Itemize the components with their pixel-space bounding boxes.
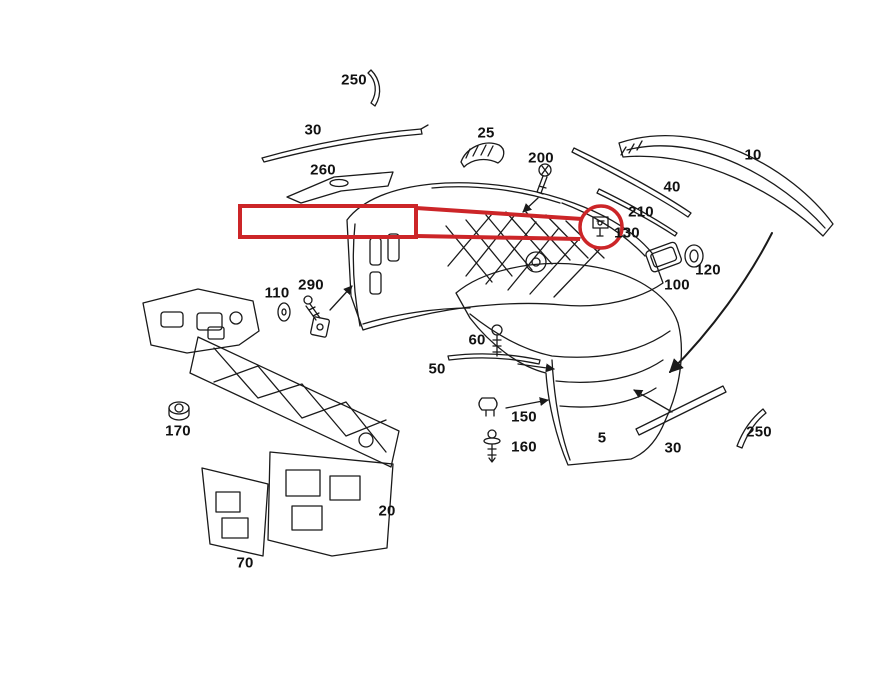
part-label-5: 5 (597, 429, 607, 447)
part-label-30-top: 30 (304, 121, 322, 139)
part-label-210: 210 (628, 203, 654, 221)
part-label-100: 100 (664, 276, 690, 294)
part-label-290: 290 (298, 276, 324, 294)
part-70-foam-drawing (201, 467, 269, 557)
part-label-60: 60 (468, 331, 486, 349)
part-30-bottom-strip-drawing (633, 385, 727, 436)
part-label-30-bottom: 30 (664, 439, 682, 457)
part-200-screw-drawing (522, 163, 552, 213)
part-130-clip-drawing (592, 216, 609, 237)
part-25-cap-drawing (460, 142, 505, 168)
part-label-200: 200 (528, 149, 554, 167)
part-label-120: 120 (695, 261, 721, 279)
part-label-160: 160 (511, 438, 537, 456)
part-label-20: 20 (378, 502, 396, 520)
part-label-130: 130 (614, 224, 640, 242)
part-60-screw-drawing (491, 324, 503, 357)
part-20-foam-drawing (267, 451, 394, 557)
part-label-40: 40 (663, 178, 681, 196)
reinforcement-bar-drawing (189, 326, 400, 468)
part-10-spoiler-drawing (618, 135, 834, 237)
part-label-50: 50 (428, 360, 446, 378)
part-250-top-strip-drawing (367, 69, 381, 107)
left-upper-panel-drawing (142, 288, 260, 354)
part-label-170: 170 (165, 422, 191, 440)
part-260-bracket-drawing (286, 171, 394, 204)
part-160-screw-drawing (483, 429, 501, 463)
part-250-bottom-strip-drawing (736, 408, 767, 449)
part-150-clip-drawing (478, 397, 549, 417)
part-290-screw-drawing (303, 285, 353, 338)
part-110-washer-drawing (277, 302, 291, 322)
part-100-sensor-drawing (645, 241, 682, 273)
bumper-lower-skin-drawing (455, 262, 683, 466)
large-direction-arrow (669, 232, 773, 373)
highlight-leader-bottom (415, 234, 581, 241)
part-label-25: 25 (477, 124, 495, 142)
part-50-strip-drawing (447, 353, 555, 373)
part-label-250-bottom: 250 (746, 423, 772, 441)
part-label-110: 110 (264, 284, 290, 302)
part-170-nut-drawing (168, 401, 190, 421)
part-120-grommet-drawing (684, 244, 704, 268)
highlight-callout (238, 204, 624, 250)
highlight-leader-top (415, 206, 583, 221)
part-label-250-top: 250 (341, 71, 367, 89)
part-label-70: 70 (236, 554, 254, 572)
part-label-150: 150 (511, 408, 537, 426)
part-40-strip-drawing (571, 147, 692, 218)
highlight-rectangle (238, 204, 418, 239)
part-label-260: 260 (310, 161, 336, 179)
part-30-top-strip-drawing (261, 124, 429, 163)
part-210-strip-drawing (596, 188, 678, 237)
highlight-circle (578, 204, 624, 250)
part-label-10: 10 (744, 146, 762, 164)
